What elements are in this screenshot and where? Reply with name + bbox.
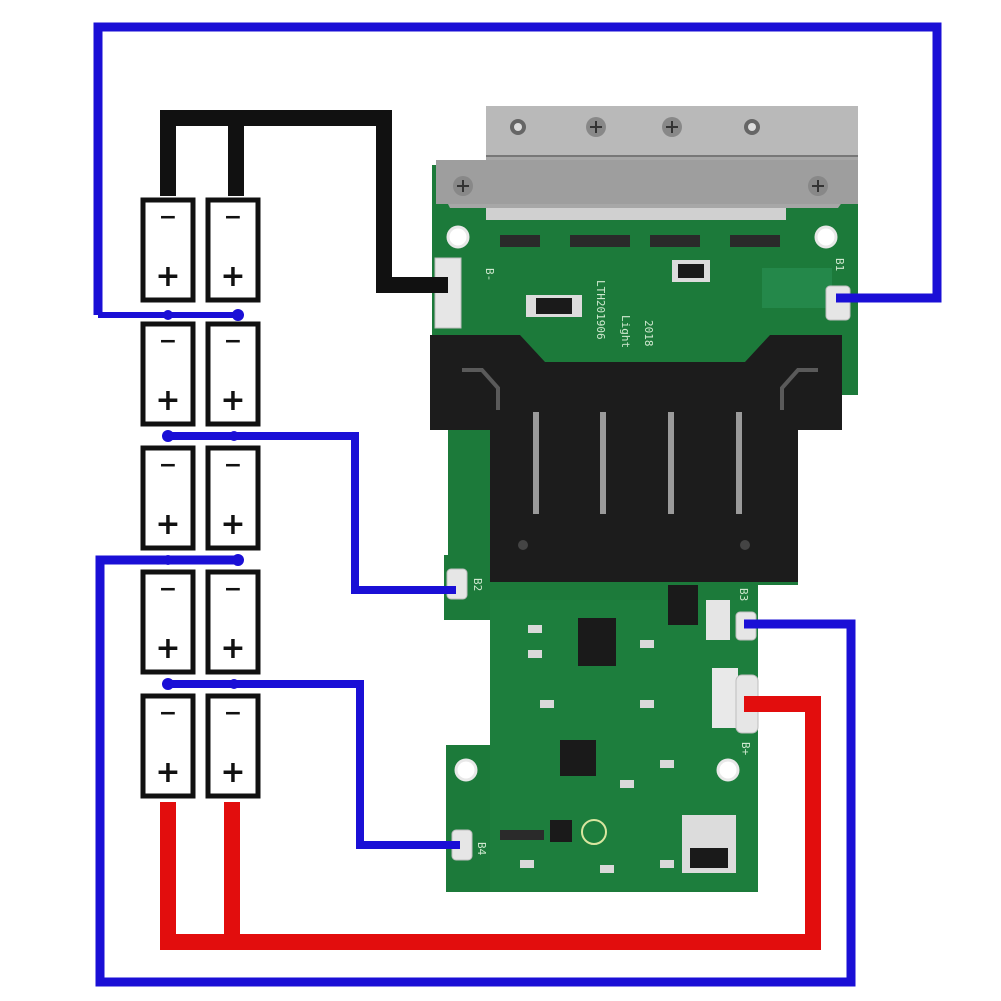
- battery-cell: −+: [140, 693, 196, 799]
- svg-text:B3: B3: [737, 588, 750, 601]
- battery-cell-body: [205, 445, 261, 551]
- battery-cell: −+: [140, 321, 196, 427]
- wire-negative: [160, 110, 448, 293]
- battery-cell: −+: [205, 197, 261, 303]
- silkscreen-model: LTH201906: [594, 280, 607, 340]
- battery-cell-body: [140, 445, 196, 551]
- mount-hole-icon: [814, 225, 838, 249]
- positive-terminal-label: +: [155, 259, 180, 294]
- negative-terminal-label: −: [224, 701, 242, 726]
- wire-b1: [93, 22, 942, 315]
- battery-cell-body: [140, 569, 196, 675]
- wires: [93, 22, 942, 987]
- battery-cell-body: [140, 693, 196, 799]
- negative-terminal-label: −: [159, 577, 177, 602]
- svg-text:B1: B1: [833, 258, 846, 271]
- battery-cell: −+: [205, 321, 261, 427]
- connector-slot: [600, 412, 606, 514]
- positive-terminal-label: +: [155, 755, 180, 790]
- wire-b2: [168, 432, 456, 594]
- connector-slot: [736, 412, 742, 514]
- negative-terminal-label: −: [224, 577, 242, 602]
- positive-terminal-label: +: [155, 383, 180, 418]
- svg-text:B4: B4: [475, 842, 488, 856]
- battery-cell-body: [205, 569, 261, 675]
- positive-terminal-label: +: [220, 259, 245, 294]
- wire-b3: [95, 555, 856, 987]
- negative-terminal-label: −: [224, 329, 242, 354]
- battery-cell: −+: [140, 569, 196, 675]
- screw-icon: [744, 119, 760, 135]
- negative-terminal-label: −: [159, 329, 177, 354]
- connector-slot: [668, 412, 674, 514]
- screw-icon: [510, 119, 526, 135]
- positive-terminal-label: +: [220, 631, 245, 666]
- metal-terminal-plate: [436, 106, 858, 220]
- battery-cell: −+: [205, 445, 261, 551]
- negative-terminal-label: −: [224, 205, 242, 230]
- pcb-top-section: [432, 165, 858, 395]
- negative-terminal-label: −: [159, 453, 177, 478]
- battery-cell-body: [205, 693, 261, 799]
- battery-cell-array: −+−+−+−+−+−+−+−+−+−+: [140, 197, 261, 799]
- battery-cell: −+: [205, 693, 261, 799]
- battery-cell: −+: [140, 445, 196, 551]
- screw-icon: [453, 176, 473, 196]
- screw-icon: [808, 176, 828, 196]
- positive-terminal-label: +: [155, 631, 180, 666]
- pad-b4: B4: [451, 829, 488, 861]
- mount-hole-icon: [446, 225, 470, 249]
- negative-terminal-label: −: [159, 701, 177, 726]
- mount-hole-icon: [454, 758, 478, 782]
- svg-text:B-: B-: [483, 268, 496, 281]
- wire-positive: [160, 696, 821, 950]
- screw-icon: [662, 117, 682, 137]
- connector-slot: [533, 412, 539, 514]
- negative-terminal-label: −: [159, 205, 177, 230]
- positive-terminal-label: +: [155, 507, 180, 542]
- wire-b4: [168, 680, 460, 849]
- positive-terminal-label: +: [220, 755, 245, 790]
- svg-text:B+: B+: [739, 742, 752, 756]
- positive-terminal-label: +: [220, 507, 245, 542]
- bms-board: 2018 LTH201906 Light: [430, 106, 858, 892]
- silkscreen-brand: Light: [619, 315, 632, 348]
- battery-cell: −+: [205, 569, 261, 675]
- battery-connector: [430, 335, 842, 582]
- screw-icon: [586, 117, 606, 137]
- battery-cell-body: [140, 197, 196, 303]
- mount-hole-icon: [716, 758, 740, 782]
- svg-text:B2: B2: [471, 578, 484, 591]
- bottom-components: [500, 585, 738, 873]
- battery-cell-body: [205, 197, 261, 303]
- battery-cell: −+: [140, 197, 196, 303]
- positive-terminal-label: +: [220, 383, 245, 418]
- negative-terminal-label: −: [224, 453, 242, 478]
- silkscreen-date: 2018: [642, 320, 655, 347]
- top-components: [500, 235, 832, 317]
- battery-cell-body: [205, 321, 261, 427]
- battery-cell-body: [140, 321, 196, 427]
